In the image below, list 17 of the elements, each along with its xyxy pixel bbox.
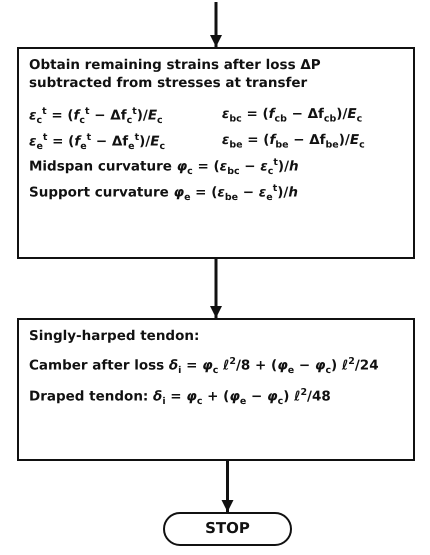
formula-text: Draped tendon: δ$_{i}$ = φ$_{c}$ + (φ$_{e}$ − φ$_{c}$) ℓ$^{2}$/48 (29, 387, 332, 408)
formula-text: ε$_{e}$$^{t}$ = (f$_{e}$$^{t}$ − Δf$_{e}$$^{t}$)/E$_{c}$ (29, 132, 166, 154)
arrow (210, 2, 222, 47)
formula-text: Singly-harped tendon: (29, 328, 200, 346)
terminator-label: STOP (205, 519, 250, 539)
formula-text: ε$_{c}$$^{t}$ = (f$_{c}$$^{t}$ − Δf$_{c}$$^{t}$)/E$_{c}$ (29, 106, 164, 128)
arrow (210, 259, 222, 318)
heading-text: Obtain remaining strains after loss ΔP subtracted from stresses at transfer (29, 57, 322, 92)
arrow (222, 461, 234, 512)
formula-text: Midspan curvature φ$_{c}$ = (ε$_{bc}$ − ε$_{c}$$^{t}$)/h (29, 157, 300, 178)
formula-text: Support curvature φ$_{e}$ = (ε$_{be}$ − ε$_{e}$$^{t}$)/h (29, 182, 299, 204)
formula-text: ε$_{be}$ = (f$_{be}$ − Δf$_{be}$)/E$_{c}$ (222, 132, 366, 152)
process-box (17, 318, 415, 461)
formula-text: ε$_{bc}$ = (f$_{cb}$ − Δf$_{cb}$)/E$_{c}$ (222, 106, 364, 127)
formula-text: Camber after loss δ$_{i}$ = φ$_{c}$ ℓ$^{2}$/8 + (φ$_{e}$ − φ$_{c}$) ℓ$^{2}$/24 (29, 356, 380, 378)
terminator (163, 512, 292, 546)
process-box (17, 47, 415, 259)
